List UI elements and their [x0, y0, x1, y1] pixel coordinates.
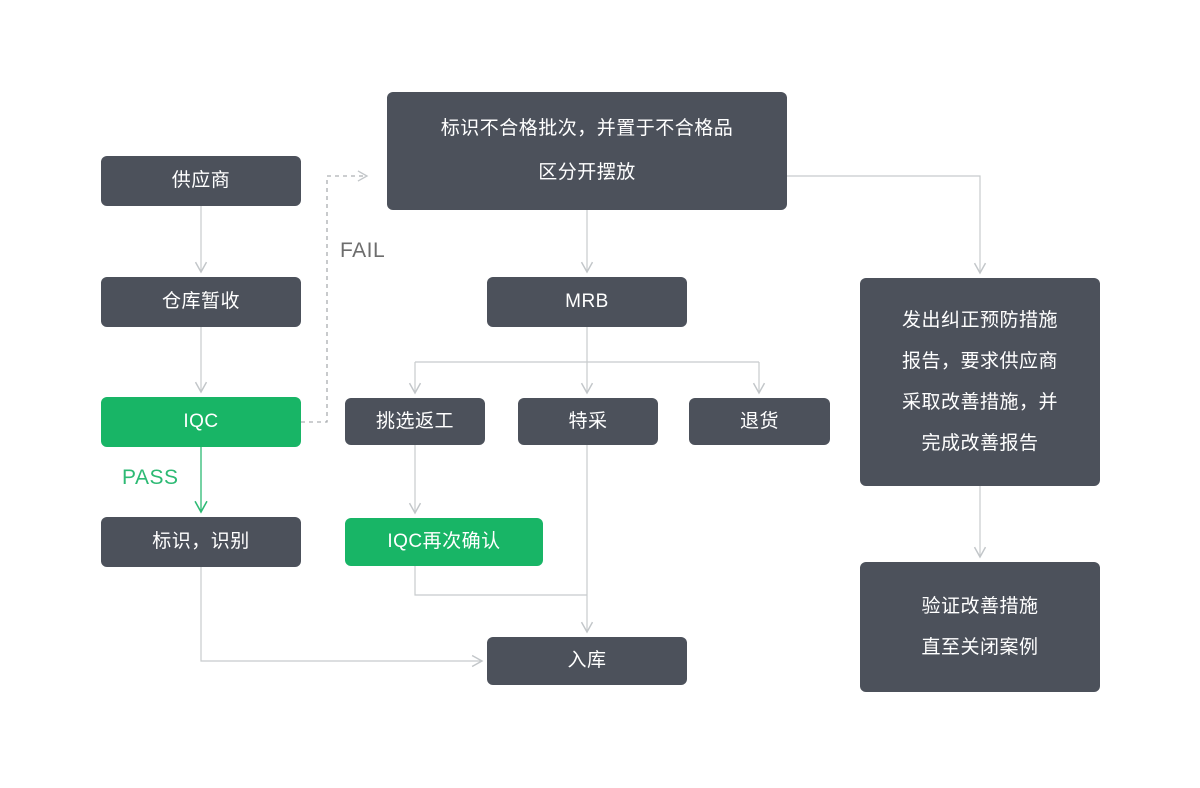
- edge-nonconform-to-capa: [787, 175, 987, 275]
- node-nonconforming-lot[interactable]: 标识不合格批次，并置于不合格品 区分开摆放: [387, 92, 787, 210]
- node-capa-report[interactable]: 发出纠正预防措施 报告，要求供应商 采取改善措施，并 完成改善报告: [860, 278, 1100, 486]
- node-warehouse-receipt[interactable]: 仓库暂收: [101, 277, 301, 327]
- node-iqc-recheck[interactable]: IQC再次确认: [345, 518, 543, 566]
- node-iqc[interactable]: IQC: [101, 397, 301, 447]
- node-stock-in[interactable]: 入库: [487, 637, 687, 685]
- edge-iqc-to-nonconform-fail: [301, 170, 369, 423]
- edge-label-pass: PASS: [122, 466, 179, 489]
- edge-mark-to-stock-in: [200, 567, 484, 668]
- node-verify-close[interactable]: 验证改善措施 直至关闭案例: [860, 562, 1100, 692]
- node-return-goods[interactable]: 退货: [689, 398, 830, 445]
- node-deviation-accept[interactable]: 特采: [518, 398, 658, 445]
- node-rework[interactable]: 挑选返工: [345, 398, 485, 445]
- node-mark-identify[interactable]: 标识，识别: [101, 517, 301, 567]
- node-supplier[interactable]: 供应商: [101, 156, 301, 206]
- edge-label-fail: FAIL: [340, 239, 386, 262]
- node-mrb[interactable]: MRB: [487, 277, 687, 327]
- edge-iqc-recheck-to-stock-in: [414, 566, 587, 596]
